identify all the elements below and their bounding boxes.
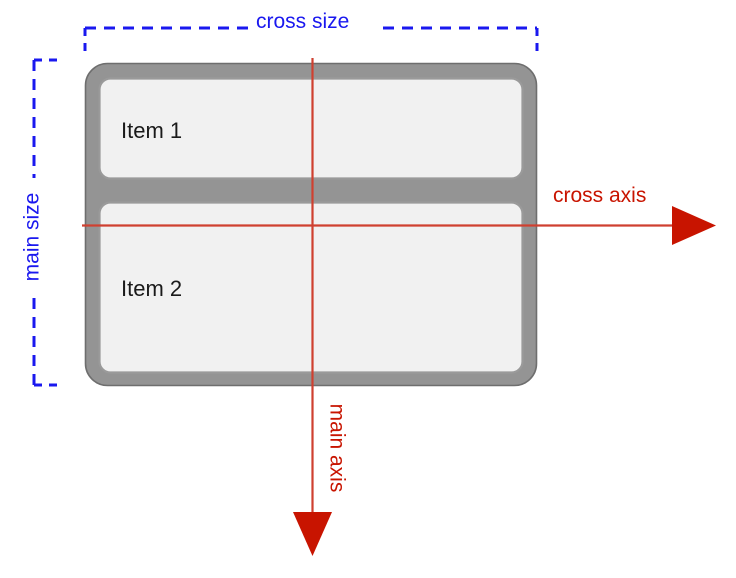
cross-axis-arrowhead-icon [672,206,716,245]
flex-item-2-label: Item 2 [121,276,183,301]
cross-axis-label: cross axis [553,184,647,207]
main-size-label: main size [20,192,44,282]
main-axis-label: main axis [325,403,349,493]
cross-size-label: cross size [256,10,350,33]
flex-item-1-box [98,77,524,180]
main-axis-arrowhead-icon [293,512,332,556]
cross-axis [82,206,716,245]
main-size-guide [32,58,64,387]
flex-item-1-label: Item 1 [121,118,183,143]
flex-item-2-box [98,201,524,374]
cross-size-guide [83,26,539,58]
main-axis [293,58,332,556]
